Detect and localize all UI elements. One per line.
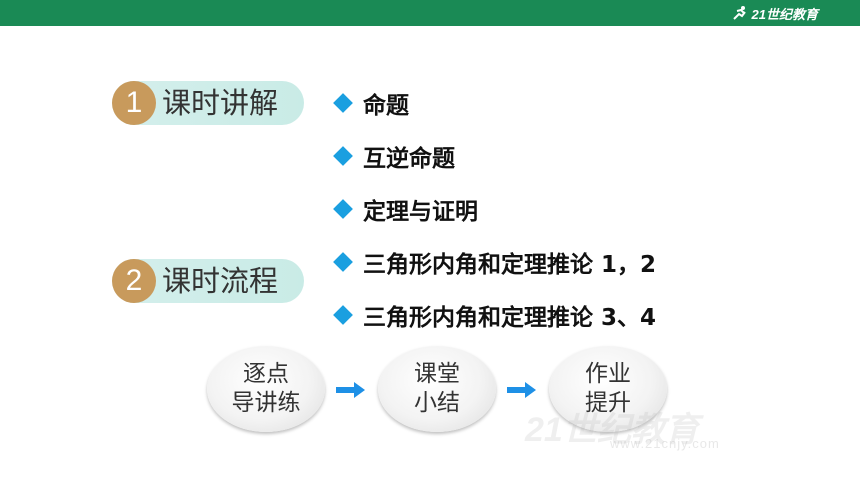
watermark: 21世纪教育 bbox=[525, 411, 699, 449]
section-pill-process[interactable]: 2 课时流程 bbox=[112, 259, 304, 303]
flow-node-line1: 作业 bbox=[585, 361, 631, 387]
diamond-bullet-icon bbox=[333, 252, 353, 272]
section-label: 课时讲解 bbox=[162, 86, 279, 120]
section-number: 2 bbox=[112, 259, 156, 303]
flow-node-practice[interactable]: 逐点 导讲练 bbox=[207, 346, 325, 432]
section-label: 课时流程 bbox=[162, 264, 279, 298]
diamond-bullet-icon bbox=[333, 93, 353, 113]
section-pill-lecture[interactable]: 1 课时讲解 bbox=[112, 81, 304, 125]
topic-item[interactable]: 互逆命题 bbox=[330, 139, 455, 173]
top-bar: 21世纪教育 bbox=[0, 0, 860, 26]
flow-node-line2: 小结 bbox=[414, 390, 460, 416]
flow-node-homework[interactable]: 作业 提升 bbox=[549, 346, 667, 432]
watermark-url: www.21cnjy.com bbox=[610, 436, 720, 451]
flow-node-line2: 提升 bbox=[585, 390, 631, 416]
topic-item[interactable]: 三角形内角和定理推论 3、4 bbox=[330, 298, 656, 332]
topic-text: 三角形内角和定理推论 1，2 bbox=[363, 252, 657, 278]
flow-node-line2: 导讲练 bbox=[231, 390, 301, 416]
topic-text: 三角形内角和定理推论 3、4 bbox=[363, 305, 657, 331]
runner-icon bbox=[732, 6, 746, 20]
topic-text: 命题 bbox=[363, 93, 409, 119]
topic-item[interactable]: 命题 bbox=[330, 86, 409, 120]
topic-text: 定理与证明 bbox=[363, 199, 478, 225]
diamond-bullet-icon bbox=[333, 146, 353, 166]
topic-item[interactable]: 定理与证明 bbox=[330, 192, 478, 226]
flow-node-line1: 逐点 bbox=[243, 361, 289, 387]
flow-node-line1: 课堂 bbox=[414, 361, 460, 387]
flow-node-summary[interactable]: 课堂 小结 bbox=[378, 346, 496, 432]
logo-text: 21世纪教育 bbox=[751, 6, 818, 22]
arrow-right-icon bbox=[336, 382, 365, 398]
topic-item[interactable]: 三角形内角和定理推论 1，2 bbox=[330, 245, 656, 279]
brand-logo: 21世纪教育 bbox=[731, 3, 818, 23]
section-number: 1 bbox=[112, 81, 156, 125]
arrow-right-icon bbox=[507, 382, 536, 398]
diamond-bullet-icon bbox=[333, 199, 353, 219]
diamond-bullet-icon bbox=[333, 305, 353, 325]
topic-text: 互逆命题 bbox=[363, 146, 455, 172]
